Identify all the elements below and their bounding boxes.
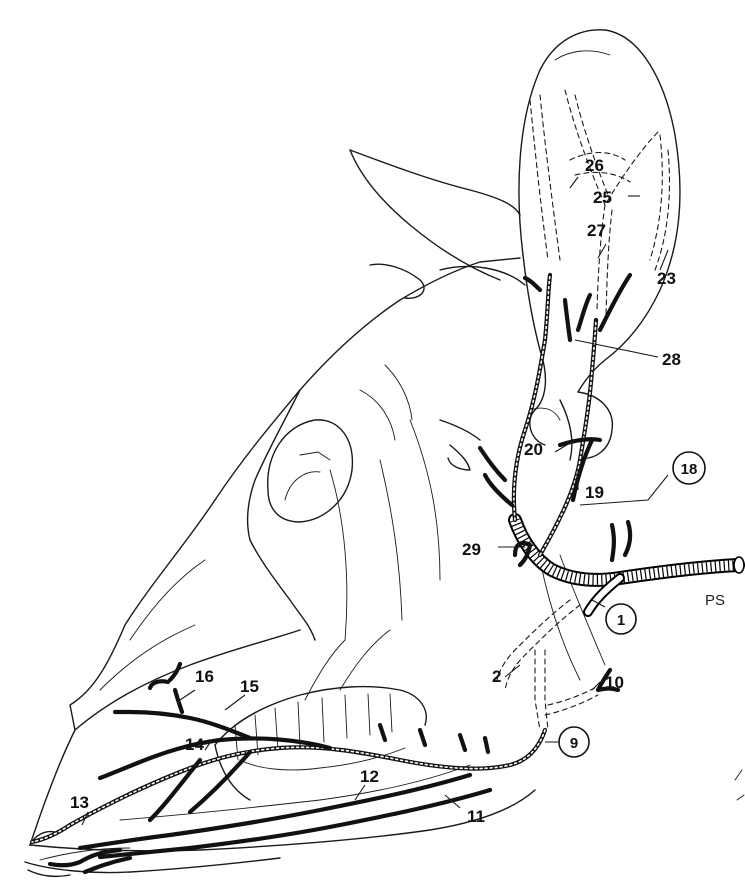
label-18-circled: 18 (673, 452, 705, 484)
label-19: 19 (585, 483, 604, 502)
svg-text:18: 18 (681, 461, 698, 478)
upper-skull (350, 150, 525, 470)
skull-outline (30, 258, 520, 845)
label-23: 23 (657, 269, 676, 288)
label-12: 12 (360, 767, 379, 786)
label-20: 20 (524, 440, 543, 459)
label-1-circled: 1 (606, 604, 636, 634)
label-16: 16 (195, 667, 214, 686)
ear (519, 30, 680, 392)
edge-mark (735, 770, 744, 800)
label-29: 29 (462, 540, 481, 559)
auricular-vessels (480, 275, 630, 565)
label-15: 15 (240, 677, 259, 696)
labels: 26 25 27 23 28 20 19 29 2 10 11 12 13 14… (70, 156, 725, 826)
label-26: 26 (585, 156, 604, 175)
svg-text:9: 9 (570, 735, 578, 752)
deep-vessels-dashed (497, 600, 618, 730)
label-2: 2 (492, 667, 501, 686)
svg-text:1: 1 (617, 612, 625, 629)
facial-artery (32, 664, 545, 872)
label-13: 13 (70, 793, 89, 812)
label-14: 14 (185, 735, 204, 754)
label-28: 28 (662, 350, 681, 369)
orbit (268, 420, 353, 522)
artist-signature: PS (705, 592, 725, 609)
label-25: 25 (593, 188, 612, 207)
label-11: 11 (467, 807, 485, 826)
label-9-circled: 9 (559, 727, 589, 757)
label-10: 10 (605, 673, 624, 692)
label-27: 27 (587, 221, 606, 240)
teeth (215, 630, 426, 800)
